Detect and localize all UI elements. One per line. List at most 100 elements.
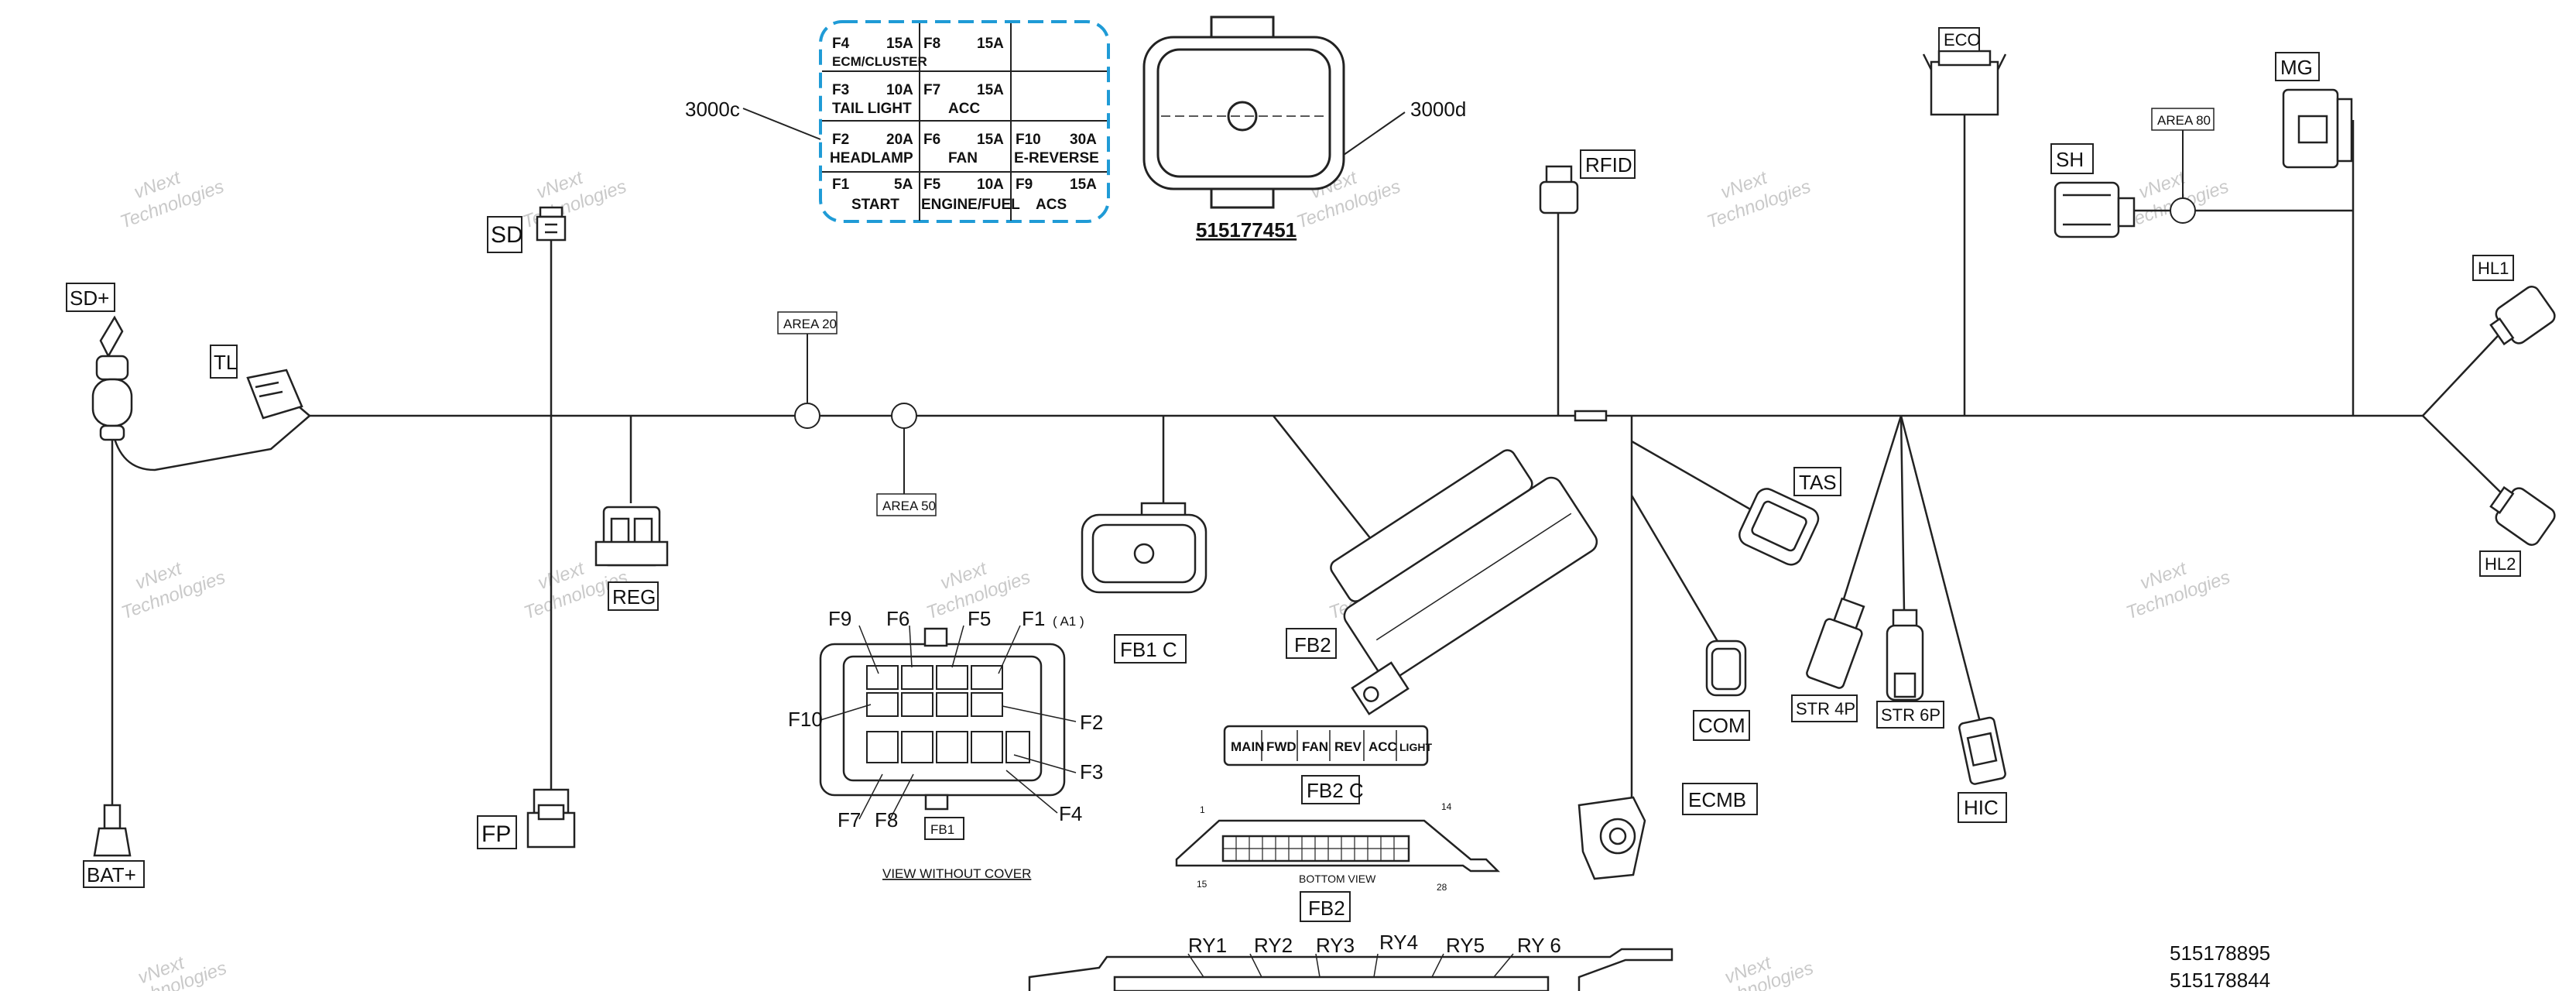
area-20-label: AREA 20	[783, 317, 837, 331]
fuse-f1-id: F1	[832, 177, 850, 193]
sd-plus-label: SD+	[70, 286, 109, 310]
reg-label: REG	[612, 585, 656, 609]
view-without-cover: VIEW WITHOUT COVER	[882, 866, 1031, 881]
hic-branch-wire	[1899, 415, 1983, 729]
fuse-f10-id: F10	[1016, 132, 1041, 148]
sd-plus-branch-wire	[111, 415, 310, 471]
tl-connector	[246, 369, 303, 420]
sh-label: SH	[2056, 148, 2084, 171]
fb2-pin-14: 14	[1441, 801, 1452, 812]
fb1-pin-f2: F2	[1080, 711, 1103, 734]
relay-ry2: RY2	[1254, 934, 1293, 957]
fuse-f3-id: F3	[832, 82, 849, 98]
str6p-connector	[1886, 609, 1924, 701]
str4p-branch-wire	[1841, 415, 1903, 605]
rfid-label: RFID	[1585, 153, 1632, 177]
fuse-f1-name: START	[851, 197, 899, 213]
sd-plus-connector	[91, 315, 133, 441]
relay-box-callout: 3000d	[1410, 98, 1466, 121]
fb2c-cell-rev: REV	[1334, 739, 1362, 754]
fuse-f7-name: ACC	[948, 101, 980, 117]
fb2c-cell-acc: ACC	[1368, 739, 1397, 754]
fb1-pin-f1: F1	[1022, 607, 1045, 630]
fuse-f1-amp: 5A	[894, 177, 913, 193]
fuse-f6-id: F6	[923, 132, 940, 148]
fb2c-cell-fwd: FWD	[1266, 739, 1297, 754]
com-branch-wire	[1630, 495, 1720, 643]
fb1-pin-f9: F9	[828, 607, 851, 630]
fb2-pin-28: 28	[1437, 882, 1447, 893]
bat-plus-label: BAT+	[87, 863, 136, 886]
fb1-pin-f7: F7	[838, 808, 861, 832]
fb1c-connector	[1081, 502, 1208, 594]
reg-connector	[594, 506, 669, 567]
hl1-connector	[2489, 286, 2556, 346]
fb2-pin-1: 1	[1200, 804, 1205, 815]
fuse-f3-amp: 10A	[886, 82, 913, 98]
part-number-1: 515178895	[2170, 941, 2270, 965]
hic-label: HIC	[1964, 796, 1999, 819]
area-50-marker	[891, 403, 917, 429]
area-80-marker	[2170, 197, 2196, 224]
fuse-f5-name: ENGINE/FUEL	[921, 197, 1020, 213]
mg-label: MG	[2280, 56, 2313, 79]
tas-label: TAS	[1799, 471, 1837, 494]
eco-label: ECO	[1944, 30, 1981, 50]
mg-connector	[2282, 88, 2353, 169]
fb2-label: FB2	[1294, 633, 1331, 657]
fuse-f2-id: F2	[832, 132, 849, 148]
relay-ry5: RY5	[1446, 934, 1485, 957]
fb1-label: FB1	[930, 822, 954, 837]
fuse-f4-id: F4	[832, 36, 850, 52]
str6p-branch-wire	[1899, 415, 1906, 612]
area-markers	[777, 108, 2215, 516]
fuse-f5-amp: 10A	[977, 177, 1004, 193]
fuse-f5-id: F5	[923, 177, 941, 193]
bat-plus-connector	[93, 804, 132, 857]
relay-ry6: RY 6	[1517, 934, 1561, 957]
rfid-connector	[1539, 165, 1579, 214]
fuse-f9-name: ACS	[1036, 197, 1067, 213]
fb1-pin-f8: F8	[875, 808, 898, 832]
fuse-f9-id: F9	[1016, 177, 1033, 193]
relay-ry3: RY3	[1316, 934, 1355, 957]
part-number-2: 515178844	[2170, 969, 2270, 991]
hl1-label: HL1	[2478, 259, 2509, 278]
ecmb-connector	[1577, 796, 1646, 880]
relay-module	[1028, 948, 1673, 991]
fb1-pin-f4: F4	[1059, 802, 1082, 825]
splice-marker	[1574, 410, 1608, 422]
fb1c-label: FB1 C	[1120, 638, 1177, 661]
fb2c-cell-light: LIGHT	[1399, 741, 1432, 753]
fuse-f9-amp: 15A	[1070, 177, 1097, 193]
hl2-label: HL2	[2485, 554, 2516, 574]
str4p-label: STR 4P	[1796, 699, 1855, 718]
ecmb-label: ECMB	[1688, 788, 1746, 811]
fb2c-cell-fan: FAN	[1302, 739, 1328, 754]
fuse-f4-amp: 15A	[886, 36, 913, 52]
tas-connector	[1738, 488, 1820, 566]
fb2c-label: FB2 C	[1307, 779, 1364, 802]
sd-label: SD	[491, 222, 523, 248]
sd-connector	[536, 206, 567, 242]
relay-ry4: RY4	[1379, 931, 1418, 954]
fb1-pin-f10: F10	[788, 708, 823, 731]
fb1-fuse-block	[819, 627, 1066, 811]
fb2-bottom-caption: BOTTOM VIEW	[1299, 873, 1376, 885]
fuse-f10-amp: 30A	[1070, 132, 1097, 148]
fb2c-cell-main: MAIN	[1231, 739, 1264, 754]
fuse-f6-name: FAN	[948, 150, 978, 166]
fuse-box-callout: 3000c	[685, 98, 740, 121]
tl-label: TL	[214, 351, 237, 374]
fuse-f8-amp: 15A	[977, 36, 1004, 52]
fuse-f8-id: F8	[923, 36, 940, 52]
fuse-f2-name: HEADLAMP	[830, 150, 913, 166]
eco-connector	[1922, 50, 2007, 116]
fb2-pin-15: 15	[1197, 879, 1208, 890]
str6p-label: STR 6P	[1881, 705, 1941, 725]
fb1-pin-a1: ( A1 )	[1053, 614, 1084, 629]
fb1-pin-f5: F5	[968, 607, 991, 630]
fb1-pin-f3: F3	[1080, 760, 1103, 784]
hl1-branch-wire	[2422, 324, 2509, 417]
